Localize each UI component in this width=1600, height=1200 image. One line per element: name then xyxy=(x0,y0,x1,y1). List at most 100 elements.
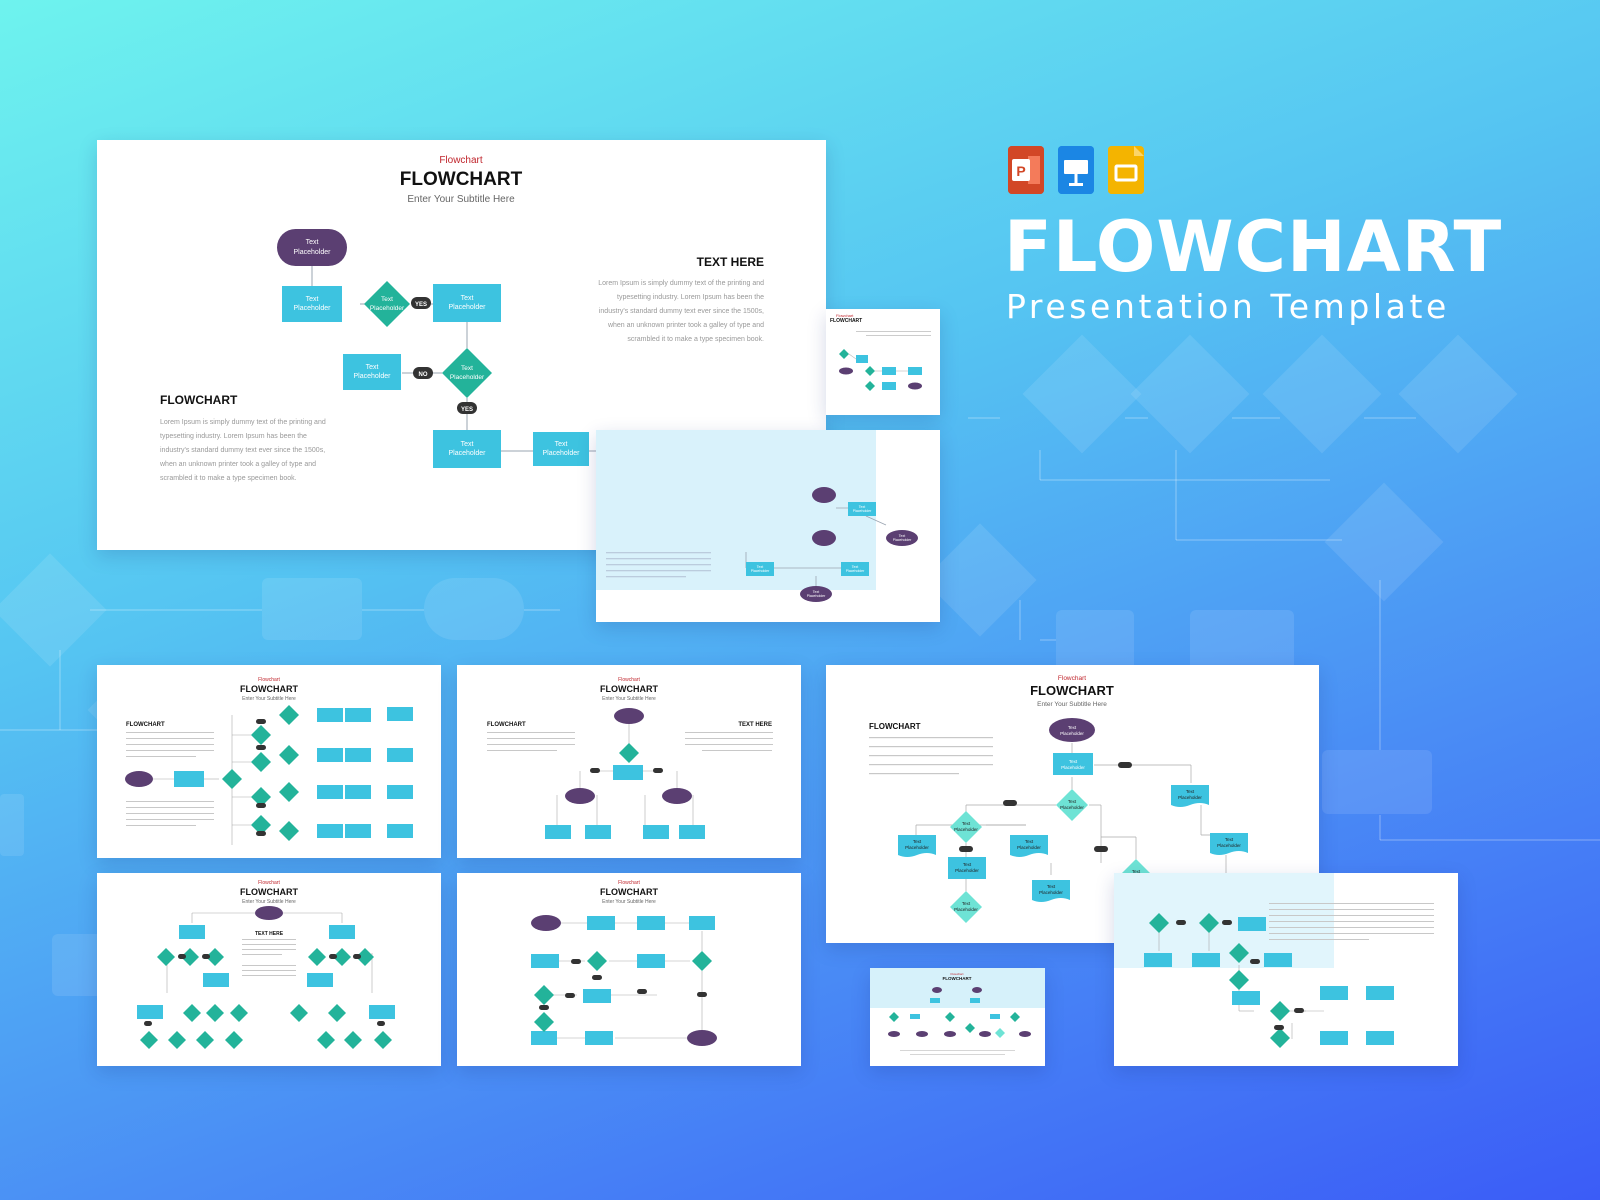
slide-thumbnail: Flowchart FLOWCHART Enter Your Subtitle … xyxy=(97,873,441,1066)
slide-thumbnail: Flowchart FLOWCHART Enter Your Subtitle … xyxy=(457,873,801,1066)
svg-text:Flowchart: Flowchart xyxy=(836,313,854,318)
slide-kicker: Flowchart xyxy=(439,155,483,166)
svg-text:Placeholder: Placeholder xyxy=(1217,843,1241,848)
svg-text:Placeholder: Placeholder xyxy=(853,509,872,513)
svg-text:Placeholder: Placeholder xyxy=(449,304,487,311)
svg-text:Text: Text xyxy=(366,364,379,371)
svg-text:YES: YES xyxy=(415,302,427,308)
flow-node: Text Placeholder xyxy=(433,284,501,322)
svg-text:FLOWCHART: FLOWCHART xyxy=(1030,683,1114,698)
google-slides-icon xyxy=(1108,146,1144,194)
hero-subtitle: Presentation Template xyxy=(1006,287,1450,326)
svg-text:Placeholder: Placeholder xyxy=(807,594,826,598)
svg-text:scrambled it to make a type sp: scrambled it to make a type specimen boo… xyxy=(160,475,297,482)
flow-node: Text Placeholder xyxy=(282,286,342,322)
flow-node: Text Placeholder xyxy=(433,430,501,468)
svg-text:Text: Text xyxy=(461,295,474,302)
svg-text:Text: Text xyxy=(1025,839,1034,844)
flow-node: Text Placeholder xyxy=(533,432,589,466)
hero-title: FLOWCHART xyxy=(1004,206,1503,288)
svg-text:Flowchart: Flowchart xyxy=(258,677,280,683)
svg-text:Text: Text xyxy=(962,901,971,906)
svg-text:Enter Your Subtitle Here: Enter Your Subtitle Here xyxy=(242,899,296,905)
left-heading: FLOWCHART xyxy=(160,393,238,407)
svg-text:Placeholder: Placeholder xyxy=(905,845,929,850)
right-body: Lorem Ipsum is simply dummy text of the … xyxy=(598,280,764,343)
slide-thumbnail: Flowchart FLOWCHART xyxy=(826,309,940,415)
svg-text:Placeholder: Placeholder xyxy=(1061,765,1085,770)
slide-thumbnail: Flowchart FLOWCHART Enter Your Subtitle … xyxy=(457,665,801,858)
svg-text:Text: Text xyxy=(963,862,972,867)
slide-thumbnail: Text Placeholder Text Placeholder Text P… xyxy=(596,430,940,622)
svg-text:industry's standard dummy text: industry's standard dummy text ever sinc… xyxy=(160,447,325,454)
svg-text:Text: Text xyxy=(381,296,393,303)
svg-text:Enter Your Subtitle Here: Enter Your Subtitle Here xyxy=(602,899,656,905)
svg-text:Enter Your Subtitle Here: Enter Your Subtitle Here xyxy=(242,696,296,702)
svg-text:FLOWCHART: FLOWCHART xyxy=(126,722,165,728)
svg-text:Text: Text xyxy=(859,505,865,509)
svg-text:Text: Text xyxy=(899,534,905,538)
svg-text:Enter Your Subtitle Here: Enter Your Subtitle Here xyxy=(1037,701,1107,708)
powerpoint-icon: P xyxy=(1008,146,1044,194)
svg-text:Text: Text xyxy=(461,441,474,448)
svg-text:FLOWCHART: FLOWCHART xyxy=(600,887,658,897)
svg-text:Placeholder: Placeholder xyxy=(1017,845,1041,850)
svg-text:Flowchart: Flowchart xyxy=(618,677,640,683)
svg-text:YES: YES xyxy=(461,407,473,413)
svg-text:Placeholder: Placeholder xyxy=(294,249,332,256)
svg-text:Flowchart: Flowchart xyxy=(618,880,640,886)
svg-text:Lorem Ipsum is simply dummy te: Lorem Ipsum is simply dummy text of the … xyxy=(160,419,326,426)
svg-text:NO: NO xyxy=(419,372,428,378)
svg-text:Placeholder: Placeholder xyxy=(751,569,770,573)
svg-text:FLOWCHART: FLOWCHART xyxy=(600,684,658,694)
svg-text:FLOWCHART: FLOWCHART xyxy=(240,684,298,694)
svg-text:Text: Text xyxy=(1132,869,1141,874)
svg-text:Enter Your Subtitle Here: Enter Your Subtitle Here xyxy=(602,696,656,702)
svg-text:Placeholder: Placeholder xyxy=(1039,890,1063,895)
slide-thumbnail: Flowchart FLOWCHART Enter Your Subtitle … xyxy=(97,665,441,858)
svg-text:Placeholder: Placeholder xyxy=(954,827,978,832)
svg-text:Placeholder: Placeholder xyxy=(1060,731,1084,736)
svg-text:Placeholder: Placeholder xyxy=(543,450,581,457)
flow-decision: Text Placeholder xyxy=(364,281,410,327)
keynote-icon xyxy=(1058,146,1094,194)
svg-text:Placeholder: Placeholder xyxy=(954,907,978,912)
svg-text:FLOWCHART: FLOWCHART xyxy=(487,722,526,728)
svg-text:Text: Text xyxy=(1186,789,1195,794)
yes-pill: YES xyxy=(411,297,431,309)
svg-text:Placeholder: Placeholder xyxy=(893,538,912,542)
slide-thumbnail: Flowchart FLOWCHART xyxy=(870,968,1045,1066)
svg-text:FLOWCHART: FLOWCHART xyxy=(240,887,298,897)
no-pill: NO xyxy=(413,367,433,379)
svg-text:Text: Text xyxy=(1069,759,1078,764)
flow-node: Text Placeholder xyxy=(277,229,347,266)
svg-text:TEXT HERE: TEXT HERE xyxy=(738,722,772,728)
svg-text:Text: Text xyxy=(306,296,319,303)
svg-text:Text: Text xyxy=(555,441,568,448)
svg-text:typesetting industry. Lorem Ip: typesetting industry. Lorem Ipsum has be… xyxy=(160,433,307,440)
svg-text:when an unknown printer took a: when an unknown printer took a galley of… xyxy=(159,461,316,468)
svg-text:Flowchart: Flowchart xyxy=(1058,675,1086,682)
svg-text:Text: Text xyxy=(1047,884,1056,889)
svg-text:Flowchart: Flowchart xyxy=(950,972,963,976)
svg-text:Lorem Ipsum is simply dummy te: Lorem Ipsum is simply dummy text of the … xyxy=(598,280,764,287)
svg-text:Text: Text xyxy=(852,565,858,569)
svg-text:Placeholder: Placeholder xyxy=(449,450,487,457)
right-heading: TEXT HERE xyxy=(697,255,764,269)
slide-thumbnail xyxy=(1114,873,1458,1066)
svg-text:Text: Text xyxy=(757,565,763,569)
slide-subtitle: Enter Your Subtitle Here xyxy=(407,194,515,205)
flow-decision: Text Placeholder xyxy=(442,348,492,398)
svg-text:scrambled it to make a type sp: scrambled it to make a type specimen boo… xyxy=(627,336,764,343)
svg-text:Placeholder: Placeholder xyxy=(294,305,332,312)
svg-text:Text: Text xyxy=(306,239,319,246)
svg-text:when an unknown printer took a: when an unknown printer took a galley of… xyxy=(607,322,764,329)
svg-text:Flowchart: Flowchart xyxy=(258,880,280,886)
svg-text:Text: Text xyxy=(1068,725,1077,730)
svg-text:Placeholder: Placeholder xyxy=(955,868,979,873)
left-body: Lorem Ipsum is simply dummy text of the … xyxy=(159,419,326,482)
svg-text:Placeholder: Placeholder xyxy=(1178,795,1202,800)
svg-text:FLOWCHART: FLOWCHART xyxy=(943,976,972,981)
svg-text:Text: Text xyxy=(1225,837,1234,842)
flow-node: Text Placeholder xyxy=(343,354,401,390)
